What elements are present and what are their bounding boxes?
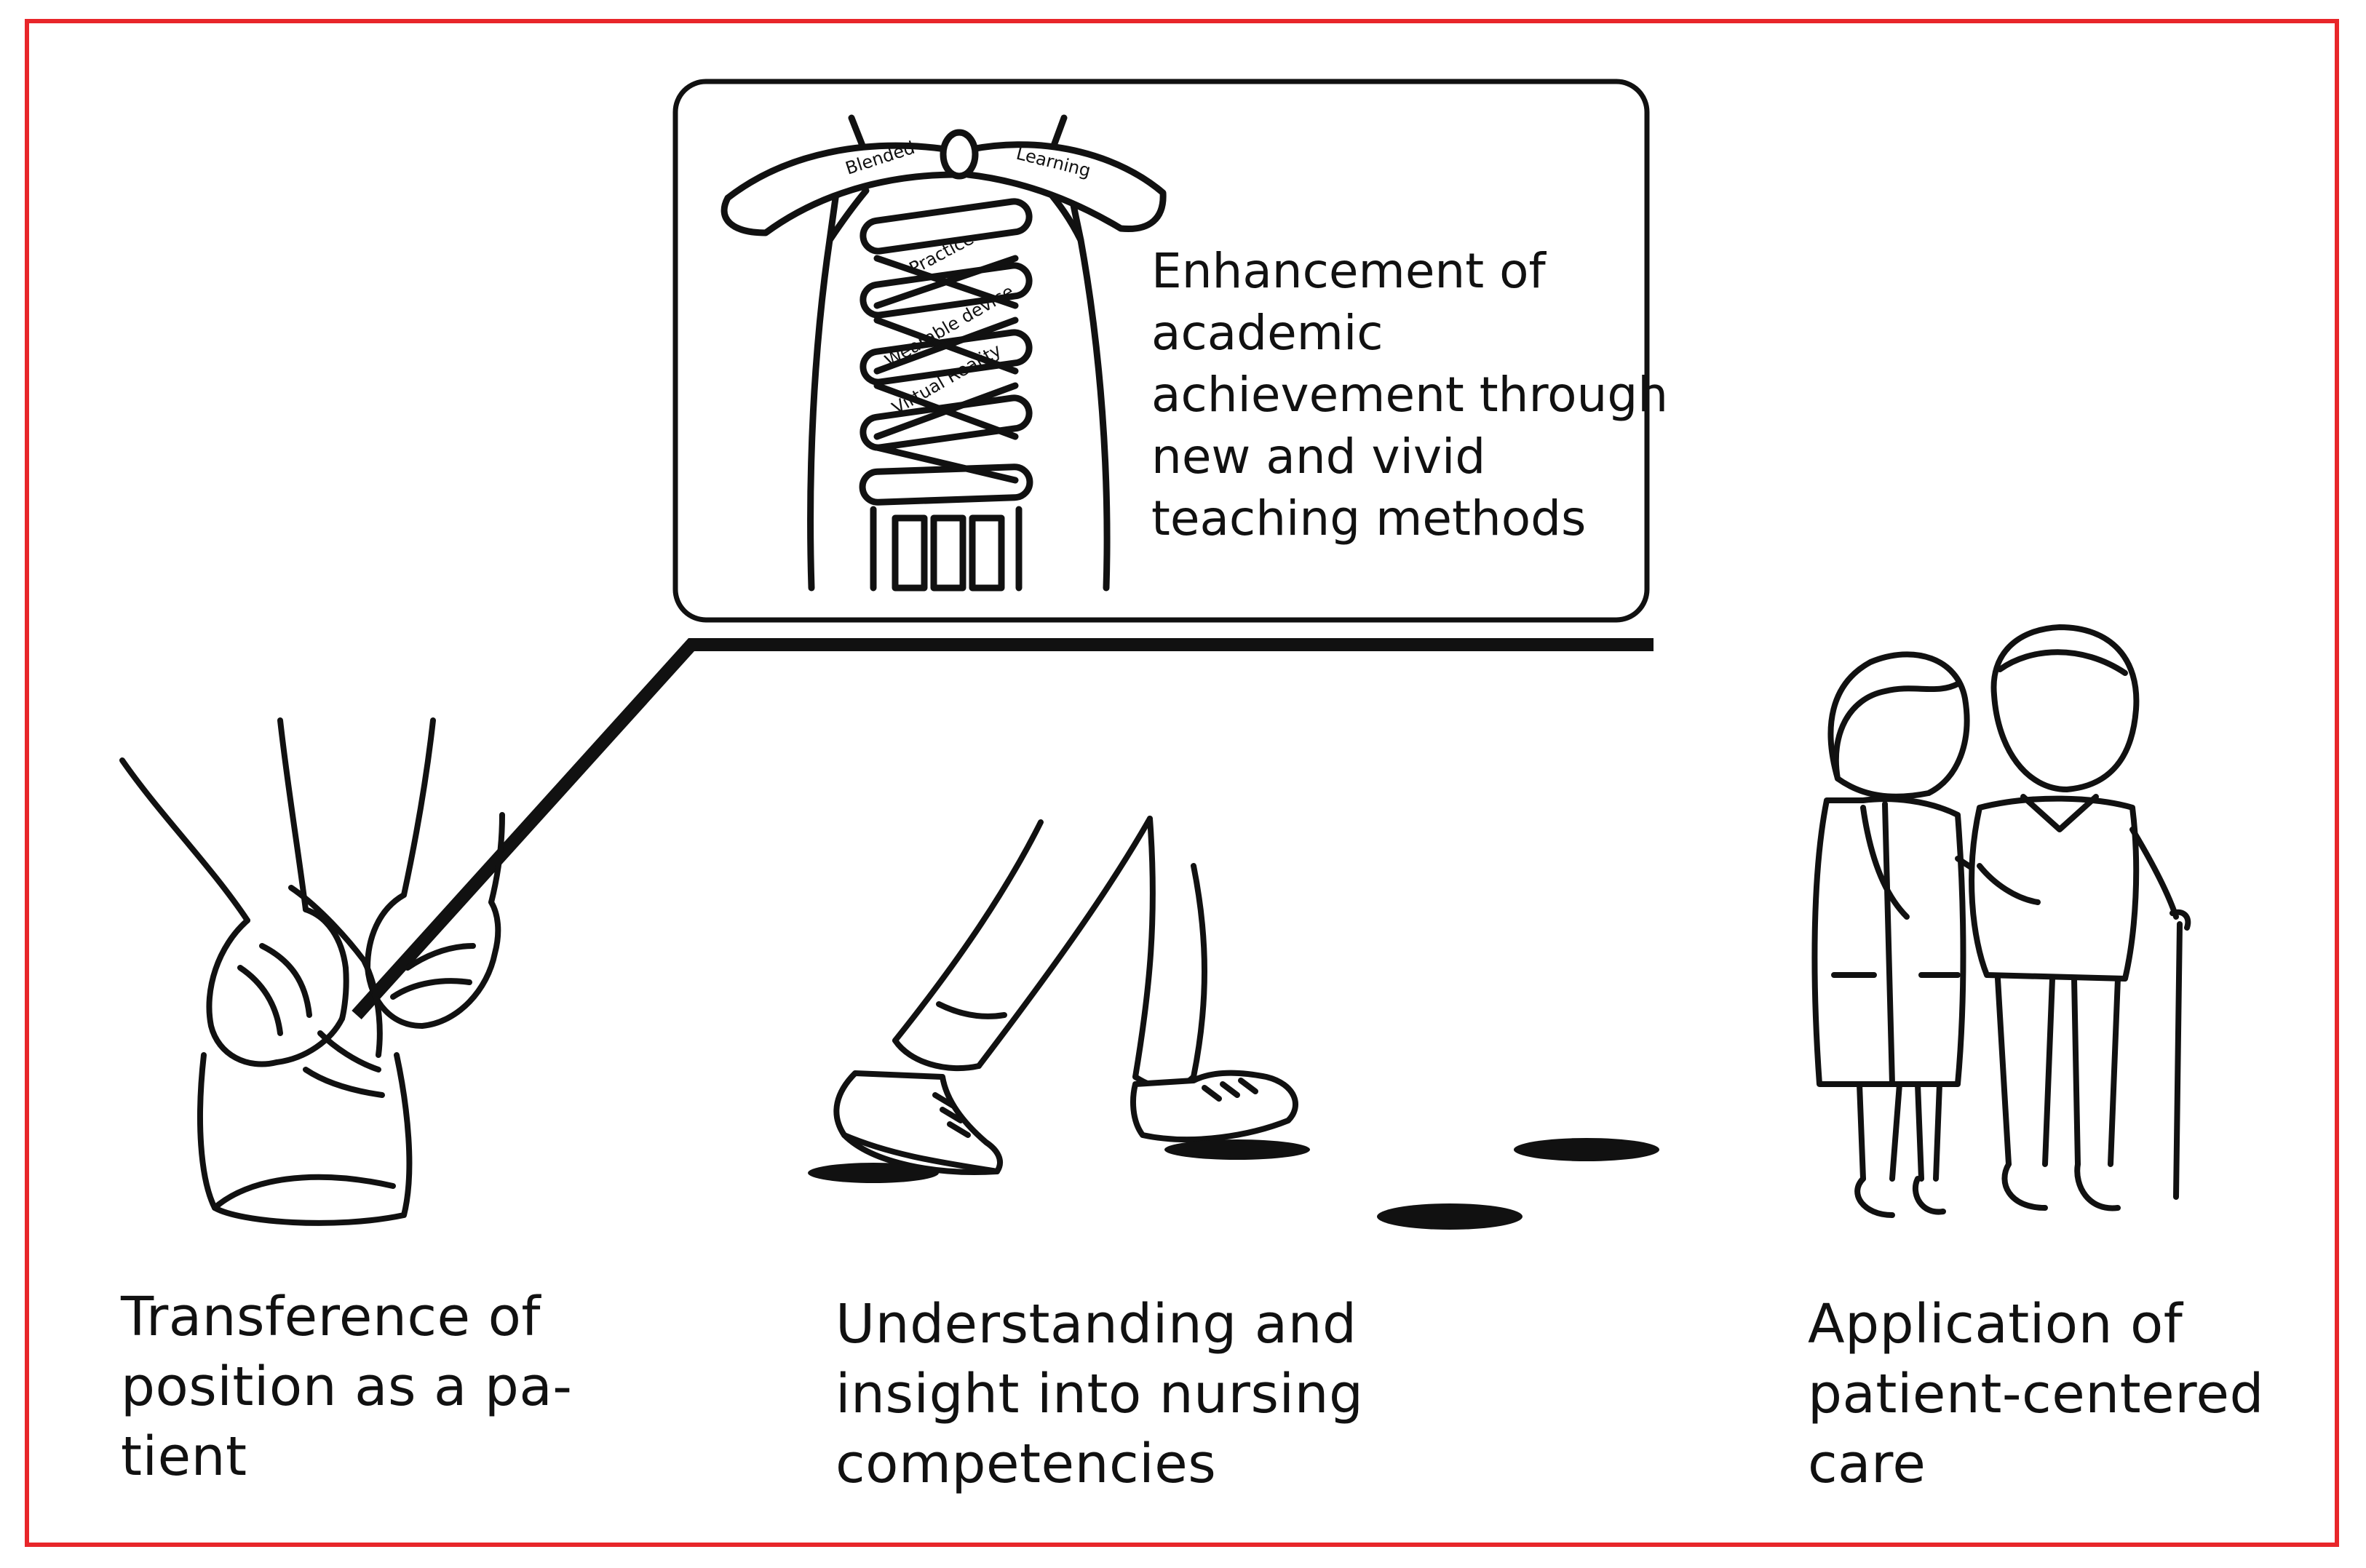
walking-legs-icon [808,816,1659,1230]
sneaker-lace-closeup-icon [720,114,1167,592]
caption-left-line-3: tient [121,1425,247,1488]
callout-line-1: Enhancement of [1151,243,1546,299]
caption-left-line-2: position as a pa- [121,1356,573,1418]
callout-pointer-line [352,638,1654,1020]
hands-tying-shoe-icon [119,717,505,1226]
caption-left-line-1: Transference of [121,1286,541,1348]
callout-line-4: new and vivid [1151,429,1486,485]
caption-right-line-3: care [1808,1433,1926,1495]
figure-frame [25,19,2339,1547]
caption-middle-line-1: Understanding and [835,1293,1357,1356]
nurse-assisting-elder-icon [1811,624,2191,1218]
caption-middle-line-3: competencies [835,1433,1217,1495]
caption-right-line-2: patient-centered [1808,1363,2264,1425]
caption-middle-line-2: insight into nursing [835,1363,1364,1425]
callout-line-3: achievement through [1151,367,1669,423]
caption-middle: Understanding and insight into nursing c… [835,1289,1363,1499]
callout-line-5: teaching methods [1151,490,1587,546]
caption-right-line-1: Application of [1808,1293,2183,1356]
callout-text: Enhancement of academic achievement thro… [1151,240,1668,549]
caption-left: Transference of position as a pa- tient [121,1282,572,1492]
caption-right: Application of patient-centered care [1808,1289,2264,1499]
callout-line-2: academic [1151,305,1384,361]
